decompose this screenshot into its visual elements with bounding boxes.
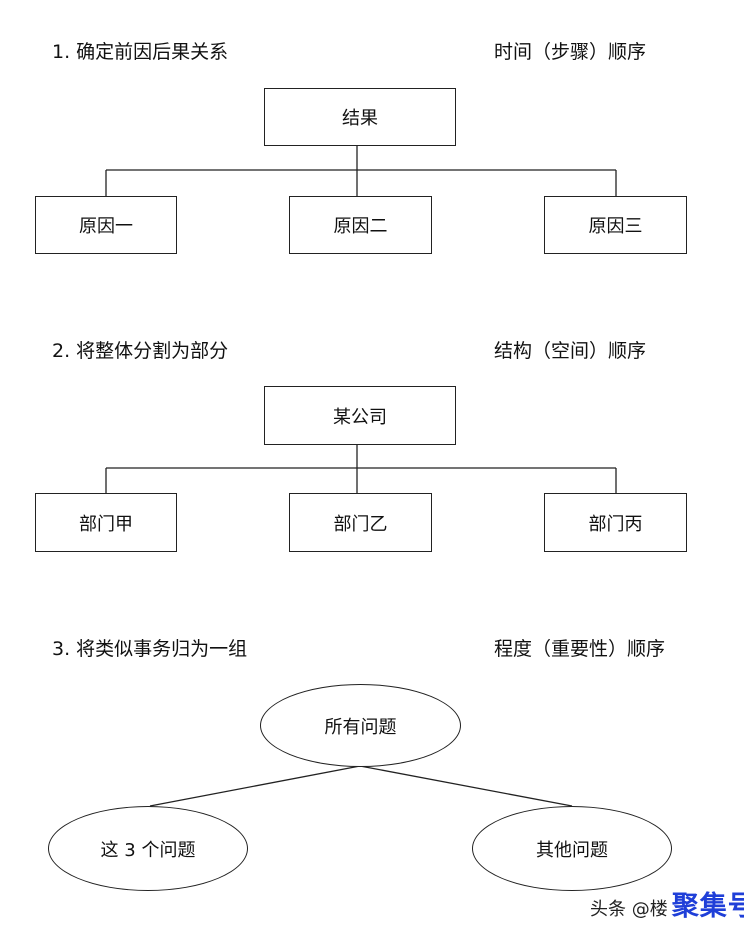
- section-3-child-2: 其他问题: [472, 806, 672, 891]
- section-2-root-box: 某公司: [264, 386, 456, 445]
- watermark-text: 头条 @楼: [590, 899, 668, 920]
- section-1-child-1: 原因一: [35, 196, 177, 254]
- section-1-child-2: 原因二: [289, 196, 432, 254]
- section-2-order: 结构（空间）顺序: [494, 340, 647, 362]
- section-3-order: 程度（重要性）顺序: [494, 638, 666, 660]
- section-1-root-box: 结果: [264, 88, 456, 146]
- section-3-heading: 3. 将类似事务归为一组: [52, 638, 248, 660]
- watermark-brand: 聚集号: [671, 891, 744, 922]
- section-2-child-1: 部门甲: [35, 493, 177, 552]
- connector-3-right: [359, 765, 573, 807]
- connector-3-left: [149, 765, 361, 807]
- section-2-child-3: 部门丙: [544, 493, 687, 552]
- section-3-child-1: 这 3 个问题: [48, 806, 248, 891]
- section-3-root-ellipse: 所有问题: [260, 684, 461, 767]
- section-1-heading: 1. 确定前因后果关系: [52, 41, 229, 63]
- watermark: 头条 @楼聚集号: [590, 884, 744, 923]
- section-2-heading: 2. 将整体分割为部分: [52, 340, 229, 362]
- section-1-child-3: 原因三: [544, 196, 687, 254]
- section-1-order: 时间（步骤）顺序: [494, 41, 647, 63]
- section-2-child-2: 部门乙: [289, 493, 432, 552]
